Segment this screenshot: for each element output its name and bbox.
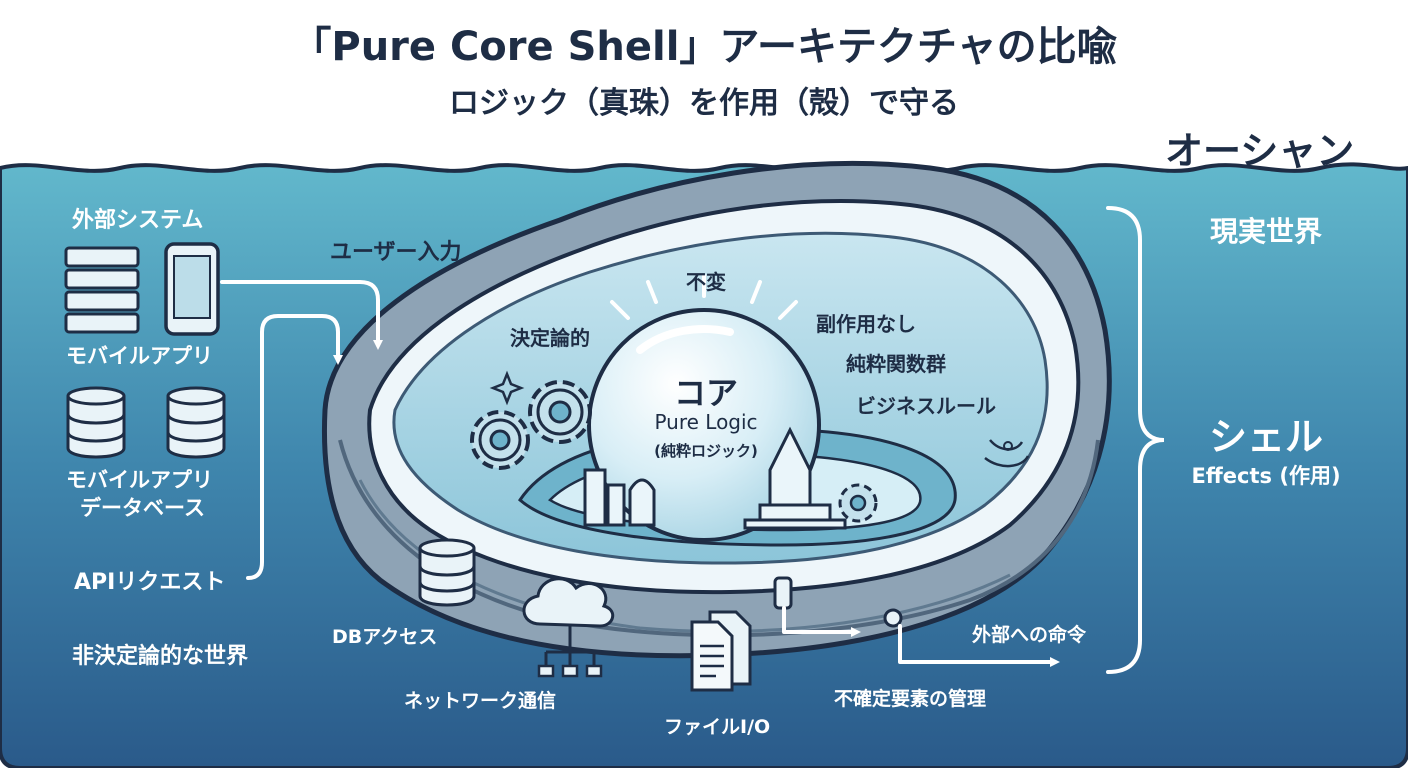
- db-access-label: DBアクセス: [332, 622, 437, 649]
- user-input-label: ユーザー入力: [330, 234, 462, 266]
- mobile-db-label-1: モバイルアプリ: [66, 464, 213, 494]
- document-icon: [692, 612, 750, 690]
- property-business-rules: ビジネスルール: [856, 390, 996, 419]
- uncertainty-label: 不確定要素の管理: [834, 684, 986, 711]
- gear-icon: [472, 412, 528, 468]
- ocean-label: オーシャン: [1165, 120, 1354, 175]
- mobile-app-label: モバイルアプリ: [66, 340, 213, 370]
- property-pure-functions: 純粋関数群: [846, 348, 946, 377]
- core-name-jp: (純粋ロジック): [654, 440, 758, 461]
- gear-icon: [530, 382, 590, 442]
- nondeterministic-world-label: 非決定論的な世界: [72, 638, 248, 670]
- database-icon: [420, 540, 474, 605]
- effects-label: Effects (作用): [1191, 460, 1340, 490]
- property-no-side-effects: 副作用なし: [816, 308, 916, 337]
- file-io-label: ファイルI/O: [664, 712, 770, 739]
- shell-label: シェル: [1209, 406, 1323, 461]
- core-title: コア: [674, 368, 738, 414]
- network-label: ネットワーク通信: [404, 686, 556, 713]
- external-commands-label: 外部への命令: [972, 620, 1086, 647]
- database-icon: [168, 388, 224, 457]
- database-icon: [68, 388, 124, 457]
- real-world-label: 現実世界: [1210, 210, 1322, 250]
- core-name: Pure Logic: [654, 410, 757, 434]
- mobile-db-label-2: データベース: [80, 492, 205, 522]
- property-immutable: 不変: [686, 266, 726, 295]
- property-deterministic: 決定論的: [510, 322, 590, 351]
- page-title: 「Pure Core Shell」アーキテクチャの比喩: [0, 14, 1408, 72]
- smartphone-icon: [166, 244, 218, 334]
- page-subtitle: ロジック（真珠）を作用（殻）で守る: [0, 78, 1408, 122]
- gear-icon: [840, 485, 876, 521]
- api-request-label: APIリクエスト: [74, 564, 225, 596]
- external-systems-label: 外部システム: [72, 202, 203, 234]
